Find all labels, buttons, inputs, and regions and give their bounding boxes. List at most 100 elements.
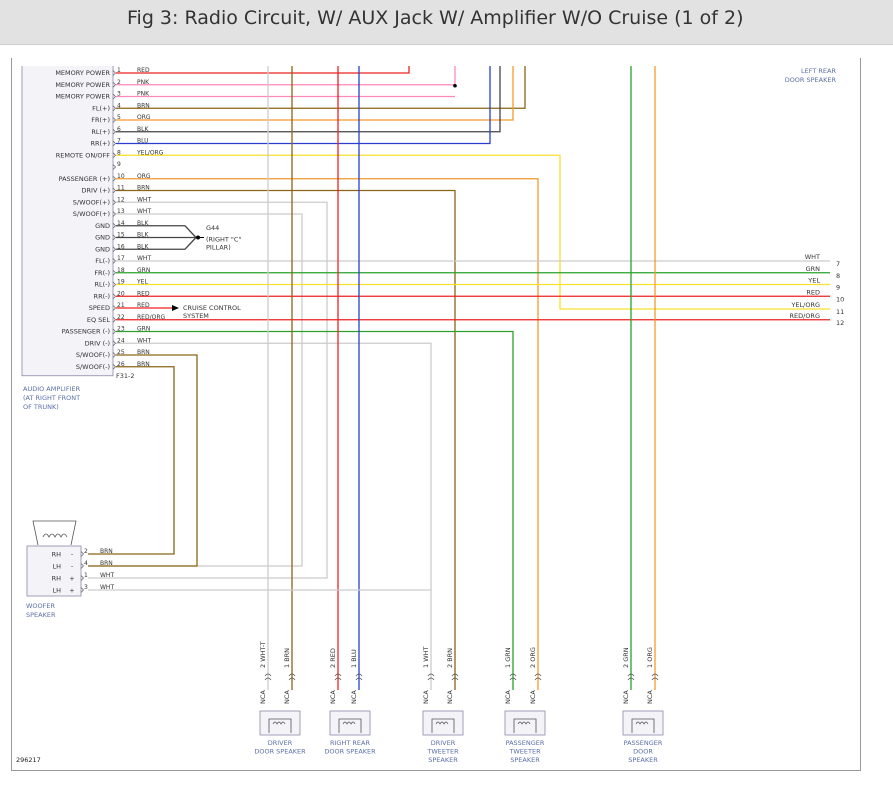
woofer-pin-wire: BRN	[100, 560, 113, 567]
amp-pin-label: S/WOOF(-)	[76, 351, 110, 359]
speaker-coil-icon	[435, 721, 449, 725]
amp-pin-number: 2	[117, 79, 121, 86]
speaker-wire-label: 2 WHT-T	[259, 641, 267, 668]
speaker-connector-id: NCA	[422, 690, 430, 704]
pin-terminal	[112, 270, 116, 276]
speaker-connector-glyph	[427, 673, 435, 681]
pin-terminal	[112, 117, 116, 123]
amp-pin-wire-color: WHT	[137, 196, 151, 203]
wire-24-white	[116, 342, 432, 690]
pin-terminal	[112, 176, 116, 182]
speaker-connector-id: NCA	[446, 690, 454, 704]
right-connector-number: 7	[836, 260, 840, 268]
pin-terminal	[112, 281, 116, 288]
amp-pin-label: FR(-)	[94, 269, 110, 277]
amp-pin-label: GND	[95, 245, 110, 253]
speaker-connector-glyph	[451, 673, 459, 681]
ground-wire	[116, 225, 197, 238]
amp-location: (AT RIGHT FRONT	[23, 394, 80, 402]
left-rear-speaker-label: DOOR SPEAKER	[785, 76, 837, 84]
speaker-connector-id: NCA	[622, 690, 630, 704]
amp-pin-number: 16	[117, 243, 125, 250]
speaker-label: TWEETER	[426, 748, 459, 756]
amp-pin-label: FL(-)	[95, 257, 110, 265]
amp-pin-number: 26	[117, 361, 125, 368]
speaker-coil-icon	[272, 721, 286, 725]
speaker-connector-glyph	[355, 673, 363, 681]
right-connector-number: 9	[836, 284, 840, 292]
speaker-label: PASSENGER	[506, 739, 545, 747]
speaker-label: RIGHT REAR	[330, 739, 370, 747]
amp-pin-wire-color: BRN	[137, 361, 150, 368]
woofer-box	[26, 545, 82, 597]
pin-terminal	[112, 340, 116, 346]
amp-pin-number: 3	[117, 91, 121, 98]
wire-7-blue	[116, 66, 491, 145]
speaker-icon	[338, 718, 362, 733]
wire-5-orange	[116, 66, 514, 121]
amp-pin-wire-color: BLK	[137, 243, 149, 250]
woofer-pin-number: 3	[84, 584, 88, 591]
cruise-arrow	[172, 305, 179, 311]
amp-pin-label: FL(+)	[92, 104, 110, 112]
pin-terminal	[112, 82, 116, 88]
amp-pin-label: SPEED	[89, 304, 110, 312]
amp-pin-number: 22	[117, 314, 125, 321]
amp-pin-number: 17	[117, 255, 125, 262]
speaker-connector-id: NCA	[529, 690, 537, 704]
right-connector-wire: RED	[806, 288, 820, 296]
pin-terminal	[112, 352, 116, 358]
amp-pin-label: DRIV (+)	[82, 187, 110, 195]
amp-pin-label: MEMORY POWER	[55, 69, 110, 77]
speaker-label: TWEETER	[508, 748, 541, 756]
audio-amplifier-box	[21, 66, 114, 377]
amp-pin-wire-color: BLK	[137, 126, 149, 133]
amp-pin-wire-color: RED	[137, 67, 150, 74]
speaker-connector-id: NCA	[504, 690, 512, 704]
speaker-connector-glyph	[534, 673, 542, 681]
wire-10-orange	[116, 178, 539, 690]
amp-pin-wire-color: WHT	[137, 255, 151, 262]
pin-terminal	[112, 223, 116, 229]
right-connector-number: 12	[836, 319, 844, 327]
speaker-label: SPEAKER	[628, 756, 658, 764]
right-connector-wire: GRN	[806, 265, 821, 273]
amp-pin-number: 10	[117, 173, 125, 180]
amp-pin-label: MEMORY POWER	[55, 81, 110, 89]
right-connector-wire: YEL/ORG	[790, 301, 820, 309]
wire-6-black	[116, 66, 501, 133]
pin-terminal	[112, 105, 116, 111]
pin-terminal	[112, 364, 116, 370]
woofer-pin-number: 2	[84, 548, 88, 555]
right-connector-wire: YEL	[807, 277, 820, 285]
amp-name: AUDIO AMPLIFIER	[23, 385, 81, 393]
amp-pin-label: REMOTE ON/OFF	[56, 151, 111, 159]
cruise-label: SYSTEM	[183, 312, 209, 320]
amp-pin-wire-color: GRN	[137, 326, 150, 333]
amp-pin-wire-color: ORG	[137, 173, 151, 180]
wire-25-brown	[88, 354, 198, 567]
woofer-terminal	[80, 563, 84, 569]
pin-terminal	[112, 93, 116, 100]
pin-terminal	[112, 305, 116, 311]
woofer-pin-number: 1	[84, 572, 88, 579]
speaker-icon	[631, 718, 655, 733]
amp-pin-wire-color: BLK	[137, 232, 149, 239]
woofer-terminal	[80, 551, 84, 557]
amp-pin-label: GND	[95, 234, 110, 242]
amp-pin-label: RL(+)	[91, 128, 110, 136]
ground-name: G44	[206, 224, 219, 232]
speaker-wire-label: 2 ORG	[529, 647, 537, 668]
woofer-pin-number: 4	[84, 560, 88, 567]
speaker-connector-id: NCA	[259, 690, 267, 704]
speaker-coil-icon	[635, 721, 649, 725]
amp-pin-wire-color: GRN	[137, 267, 150, 274]
pin-terminal	[112, 199, 116, 205]
amp-pin-wire-color: RED/ORG	[137, 314, 165, 321]
speaker-wire-label: 2 RED	[329, 648, 337, 668]
speaker-connector-glyph	[334, 673, 342, 681]
speaker-connector-glyph	[288, 673, 296, 681]
amp-pin-label: RL(-)	[94, 281, 110, 289]
page-title: Fig 3: Radio Circuit, W/ AUX Jack W/ Amp…	[127, 7, 744, 29]
